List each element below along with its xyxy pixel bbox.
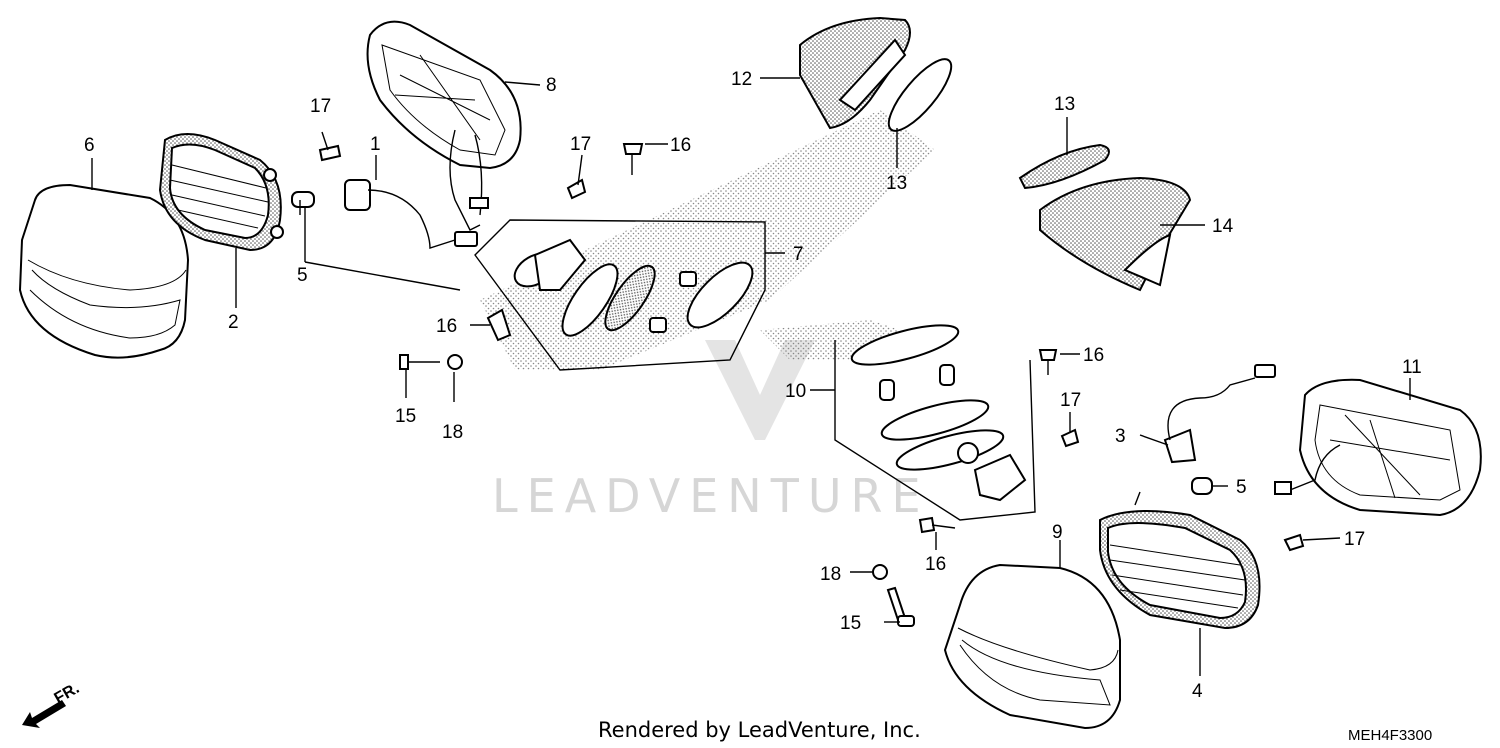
shaded-area bbox=[480, 110, 935, 370]
callout-10: 10 bbox=[785, 381, 806, 402]
callout-1: 1 bbox=[370, 134, 381, 155]
left-bulb bbox=[291, 191, 315, 208]
callout-16-right: 16 bbox=[1083, 345, 1104, 366]
footer-credit: Rendered by LeadVenture, Inc. bbox=[598, 718, 921, 742]
callout-2: 2 bbox=[228, 312, 239, 333]
callout-8: 8 bbox=[546, 75, 557, 96]
left-socket bbox=[299, 179, 478, 249]
watermark-text: LEADVENTURE bbox=[492, 469, 930, 523]
diagram-code: MEH4F3300 bbox=[1348, 727, 1432, 744]
callout-5-left: 5 bbox=[297, 265, 308, 286]
callout-13-bottom: 13 bbox=[886, 173, 907, 194]
direction-arrow-icon bbox=[22, 700, 66, 728]
right-mirror-body bbox=[1274, 378, 1482, 517]
right-turn-lens bbox=[1099, 491, 1261, 630]
right-bulb bbox=[1191, 477, 1213, 495]
top-cover-12 bbox=[799, 16, 953, 132]
callout-17-far: 17 bbox=[1344, 529, 1365, 550]
callout-13-top: 13 bbox=[1054, 94, 1075, 115]
callout-4: 4 bbox=[1192, 681, 1203, 702]
top-right-gasket-13 bbox=[1018, 143, 1110, 190]
callout-15-right: 15 bbox=[840, 613, 861, 634]
callout-5-right: 5 bbox=[1236, 477, 1247, 498]
front-direction-indicator: FR. bbox=[22, 680, 82, 728]
left-mount-bracket bbox=[474, 219, 766, 371]
direction-label: FR. bbox=[52, 680, 83, 708]
callout-17-mid: 17 bbox=[570, 134, 591, 155]
callout-17-left: 17 bbox=[310, 96, 331, 117]
callout-11: 11 bbox=[1402, 357, 1422, 378]
top-right-cover-14 bbox=[1039, 176, 1192, 292]
callout-14: 14 bbox=[1212, 216, 1234, 237]
left-mirror-body bbox=[366, 20, 522, 231]
callout-18-left: 18 bbox=[442, 422, 463, 443]
left-hardware bbox=[318, 143, 644, 370]
callout-17-right: 17 bbox=[1060, 390, 1081, 411]
right-socket bbox=[1163, 364, 1276, 464]
callout-7: 7 bbox=[793, 244, 804, 265]
left-turn-lens bbox=[158, 133, 284, 252]
callout-9: 9 bbox=[1052, 522, 1063, 543]
callout-15-left: 15 bbox=[395, 406, 416, 427]
callout-6: 6 bbox=[84, 135, 95, 156]
callout-16-bottom: 16 bbox=[925, 554, 946, 575]
right-mirror-cover bbox=[943, 563, 1121, 730]
right-mount-bracket bbox=[834, 324, 1036, 521]
callouts: 1 2 3 4 5 5 6 7 8 9 10 11 12 13 13 14 15… bbox=[84, 69, 1422, 702]
leader-lines bbox=[91, 77, 1411, 676]
callout-16-top: 16 bbox=[670, 135, 691, 156]
left-mirror-cover bbox=[18, 183, 190, 359]
callout-18-right: 18 bbox=[820, 564, 841, 585]
callout-3: 3 bbox=[1115, 426, 1126, 447]
right-hardware bbox=[872, 349, 1305, 627]
watermark: LEADVENTURE bbox=[492, 340, 930, 523]
callout-16-left: 16 bbox=[436, 316, 457, 337]
callout-12: 12 bbox=[731, 69, 752, 90]
